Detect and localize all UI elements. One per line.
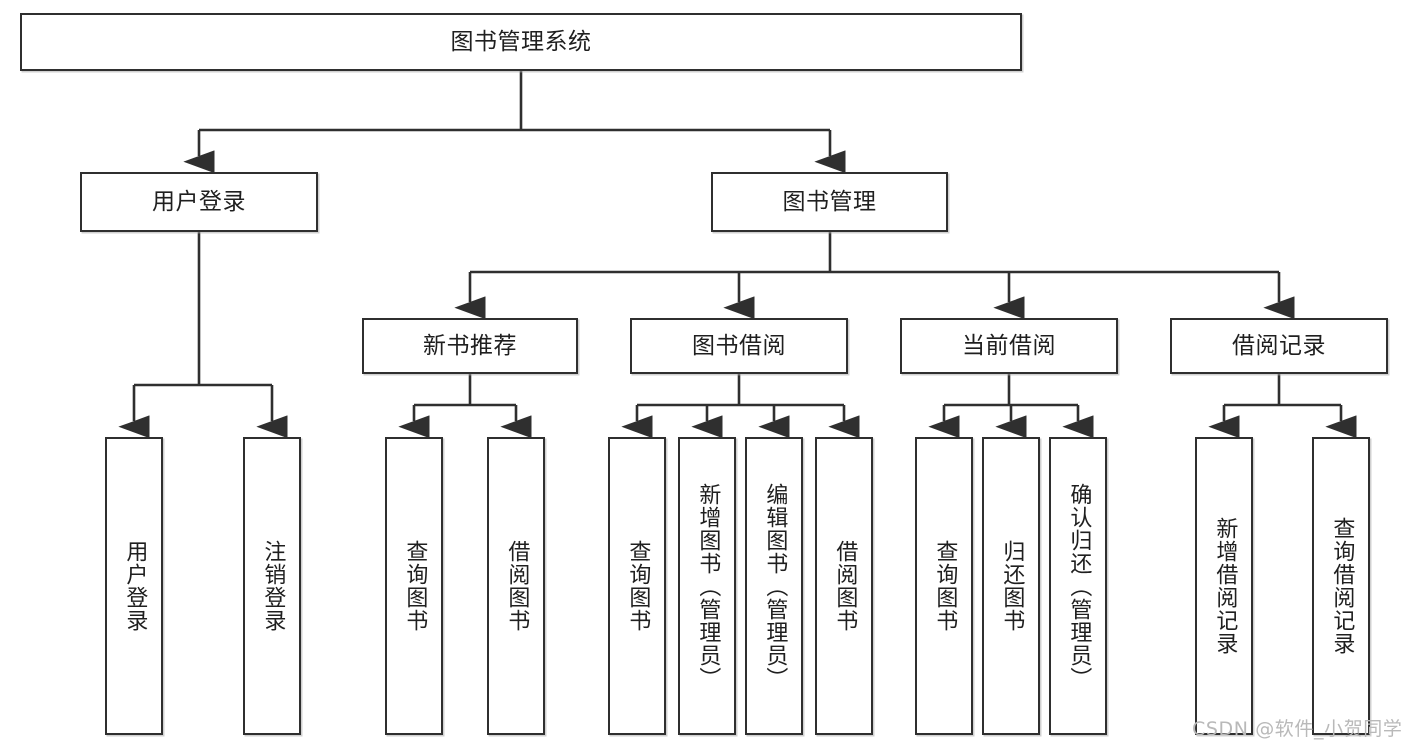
leaf-edit-book-label: 编辑图书（管理员）: [762, 482, 788, 690]
node-user-login[interactable]: 用户登录: [80, 172, 318, 232]
leaf-add-borrow-record[interactable]: 新增借阅记录: [1195, 437, 1253, 735]
leaf-add-book[interactable]: 新增图书（管理员）: [678, 437, 736, 735]
leaf-edit-book[interactable]: 编辑图书（管理员）: [745, 437, 803, 735]
node-user-login-label: 用户登录: [152, 188, 246, 215]
node-book-borrow-label: 图书借阅: [692, 332, 786, 359]
leaf-user-login-label: 用户登录: [122, 540, 148, 632]
leaf-query-book-2[interactable]: 查询图书: [608, 437, 666, 735]
leaf-confirm-return-label: 确认归还（管理员）: [1066, 482, 1092, 690]
leaf-borrow-book-1[interactable]: 借阅图书: [487, 437, 545, 735]
leaf-query-book-1[interactable]: 查询图书: [385, 437, 443, 735]
leaf-query-borrow-record[interactable]: 查询借阅记录: [1312, 437, 1370, 735]
node-new-book-recommend[interactable]: 新书推荐: [362, 318, 578, 374]
leaf-confirm-return[interactable]: 确认归还（管理员）: [1049, 437, 1107, 735]
node-borrow-record-label: 借阅记录: [1232, 332, 1326, 359]
leaf-user-login[interactable]: 用户登录: [105, 437, 163, 735]
leaf-return-book[interactable]: 归还图书: [982, 437, 1040, 735]
leaf-query-book-3-label: 查询图书: [932, 540, 958, 632]
leaf-query-book-3[interactable]: 查询图书: [915, 437, 973, 735]
node-book-management[interactable]: 图书管理: [711, 172, 948, 232]
leaf-query-borrow-record-label: 查询借阅记录: [1329, 517, 1355, 655]
node-book-borrow[interactable]: 图书借阅: [630, 318, 848, 374]
leaf-logout[interactable]: 注销登录: [243, 437, 301, 735]
leaf-borrow-book-1-label: 借阅图书: [504, 540, 530, 632]
leaf-query-book-2-label: 查询图书: [625, 540, 651, 632]
leaf-borrow-book-2-label: 借阅图书: [832, 540, 858, 632]
node-borrow-record[interactable]: 借阅记录: [1170, 318, 1388, 374]
leaf-add-borrow-record-label: 新增借阅记录: [1212, 517, 1238, 655]
leaf-add-book-label: 新增图书（管理员）: [695, 482, 721, 690]
leaf-borrow-book-2[interactable]: 借阅图书: [815, 437, 873, 735]
leaf-query-book-1-label: 查询图书: [402, 540, 428, 632]
node-current-borrow[interactable]: 当前借阅: [900, 318, 1118, 374]
node-book-management-label: 图书管理: [782, 188, 877, 215]
node-root-label: 图书管理系统: [450, 28, 592, 55]
leaf-return-book-label: 归还图书: [999, 540, 1025, 632]
node-root[interactable]: 图书管理系统: [20, 13, 1022, 71]
leaf-logout-label: 注销登录: [260, 540, 286, 632]
node-current-borrow-label: 当前借阅: [962, 332, 1056, 359]
node-new-book-recommend-label: 新书推荐: [423, 332, 517, 359]
